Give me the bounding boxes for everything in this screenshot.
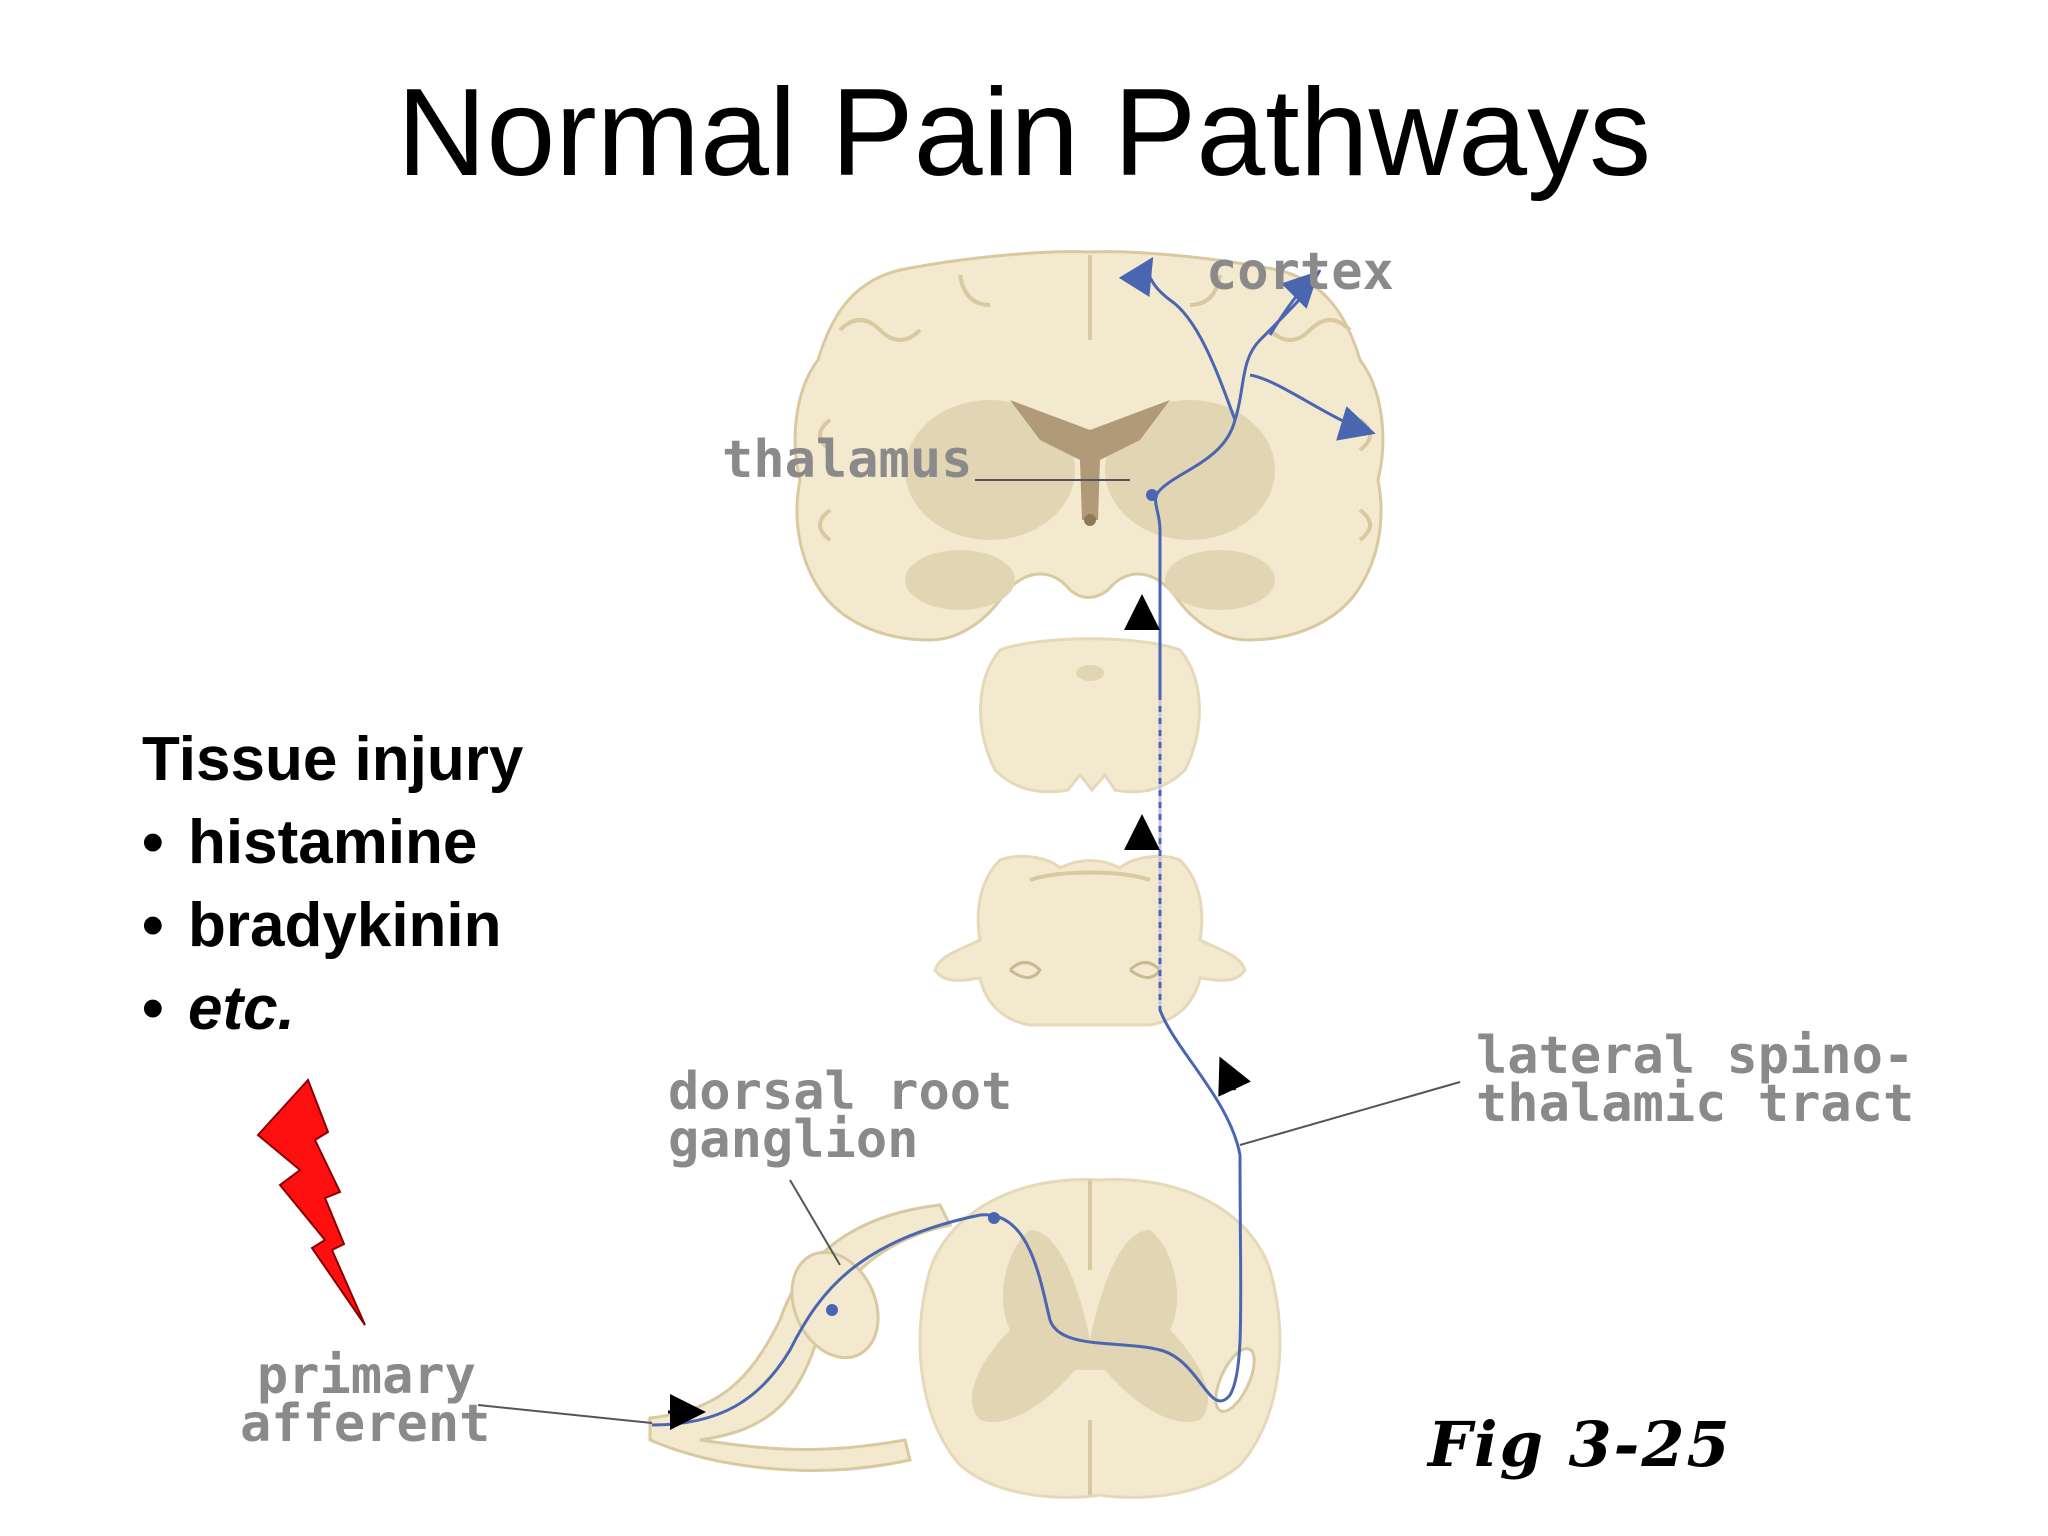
tissue-injury-list: Tissue injury • histamine • bradykinin •… [142,718,523,1050]
bullet-icon: • [142,891,164,960]
lightning-bolt-icon [256,1078,366,1326]
slide-title: Normal Pain Pathways [396,64,1652,202]
medulla-section [933,854,1247,1027]
bullet-icon: • [142,974,164,1043]
direction-arrows [668,594,1251,1430]
dorsal-root-ganglion-shape [648,1203,953,1472]
label-primary-afferent: primary afferent [240,1346,491,1454]
figure-reference: Fig 3-25 [1428,1408,1732,1481]
bullet-icon: • [142,808,164,877]
tissue-injury-heading: Tissue injury [142,725,524,794]
pain-pathway-nerve [651,256,1376,1427]
label-lateral-spinothalamic-tract: lateral spino- thalamic tract [1476,1026,1915,1134]
list-item-text: histamine [188,808,478,877]
spinal-cord-section [918,1178,1282,1499]
list-item-text: bradykinin [188,891,502,960]
leader-lines [477,479,1461,1424]
label-thalamus: thalamus [722,430,973,490]
label-dorsal-root-ganglion: dorsal root ganglion [668,1062,1013,1170]
list-item: • bradykinin [142,884,523,967]
label-cortex: cortex [1206,242,1394,302]
list-item: • histamine [142,801,523,884]
list-item-text: etc. [188,974,295,1043]
brain-section [793,250,1385,642]
brainstem-section [979,637,1201,794]
list-item: • etc. [142,967,523,1050]
